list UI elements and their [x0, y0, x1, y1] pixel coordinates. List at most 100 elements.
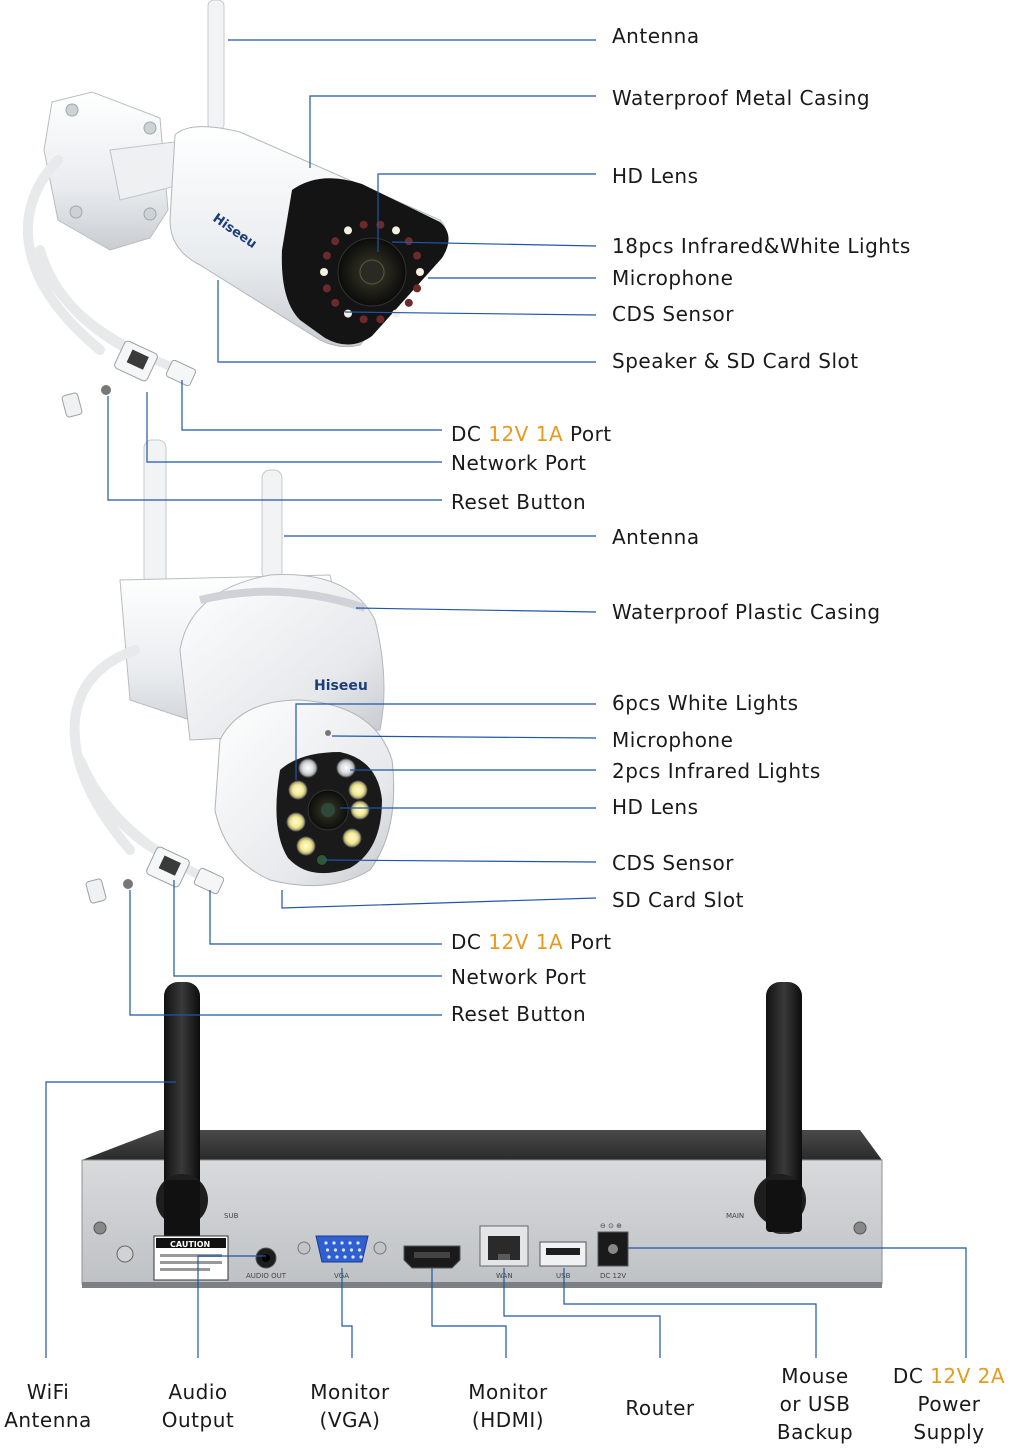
nvr-dc-label: DC 12V	[600, 1272, 626, 1280]
ptz-lens-label: HD Lens	[612, 795, 699, 819]
nvr-wan-clip	[498, 1254, 510, 1260]
ptz-sd-label: SD Card Slot	[612, 888, 744, 912]
nvr-screw	[853, 1221, 867, 1235]
ptz-reset-label: Reset Button	[451, 1002, 587, 1026]
nvr-usb-tongue	[546, 1248, 580, 1255]
bullet-lens-leader	[377, 173, 596, 252]
bullet-dc-prefix: DC	[451, 422, 489, 446]
nvr-usb-backup-label: Mouse or USB Backup	[740, 1362, 890, 1446]
nvr-monitor-vga-label: Monitor (VGA)	[275, 1378, 425, 1434]
bullet-led	[376, 315, 385, 324]
nvr-power-leader	[628, 1247, 967, 1358]
bullet-led	[416, 268, 424, 276]
bullet-speaker-sd-leader	[217, 280, 596, 363]
bullet-led	[320, 268, 328, 276]
bullet-network-label: Network Port	[451, 451, 587, 475]
nvr-hdmi-line1: Monitor	[468, 1380, 548, 1404]
ptz-antenna	[261, 469, 283, 581]
nvr-audio-output-label: Audio Output	[123, 1378, 273, 1434]
vga-pin	[351, 1255, 355, 1259]
ptz-reset-button	[123, 879, 133, 889]
bullet-antenna-label: Antenna	[612, 24, 700, 48]
bullet-cable	[22, 155, 105, 355]
bullet-mount-screw	[65, 103, 79, 117]
nvr-usb-line3: Backup	[776, 1420, 854, 1444]
bullet-mount-screw	[69, 205, 83, 219]
nvr-sub-label: SUB	[224, 1212, 239, 1220]
nvr-vga-pins	[324, 1241, 363, 1259]
bullet-dc-voltage: 12V	[488, 422, 529, 446]
ptz-ir-lights-label: 2pcs Infrared Lights	[612, 759, 821, 783]
ptz-cds-leader	[321, 859, 597, 863]
vga-pin	[349, 1248, 354, 1252]
ptz-dc-space	[529, 930, 536, 954]
bullet-dc-port-label: DC 12V 1A Port	[451, 422, 612, 446]
nvr-main-label: MAIN	[726, 1212, 744, 1220]
bullet-dc-connector	[165, 359, 197, 387]
nvr-power-line3: Supply	[913, 1420, 985, 1444]
bullet-led	[359, 315, 368, 324]
nvr-hdmi-line2: (HDMI)	[471, 1408, 545, 1432]
ptz-dc-connector	[193, 867, 225, 895]
vga-pin	[348, 1241, 352, 1245]
bullet-reset-button	[101, 385, 111, 395]
nvr-power-line2: Power	[917, 1392, 981, 1416]
bullet-led	[413, 251, 422, 260]
nvr-vga-screw	[297, 1241, 311, 1255]
bullet-led	[344, 226, 352, 235]
bullet-lights-leader	[391, 241, 597, 247]
ptz-sd-leader	[281, 890, 597, 909]
vga-pin	[343, 1255, 347, 1259]
nvr-recorder: SUB MAIN CAUTION AUDIO OUT VGA WAN USB	[81, 982, 883, 1288]
bullet-microphone-label: Microphone	[612, 266, 734, 290]
ptz-brand-logo: Hiseeu	[314, 678, 368, 694]
bullet-led	[331, 237, 340, 246]
bullet-led	[322, 284, 331, 293]
ptz-cds-label: CDS Sensor	[612, 851, 734, 875]
vga-pin	[332, 1241, 336, 1245]
nvr-monitor-hdmi-label: Monitor (HDMI)	[433, 1378, 583, 1434]
bullet-speaker-sd-label: Speaker & SD Card Slot	[612, 349, 859, 373]
vga-pin	[340, 1241, 344, 1245]
bullet-led	[344, 309, 352, 318]
nvr-audio-line2: Output	[161, 1408, 235, 1432]
bullet-antenna	[207, 0, 225, 131]
ptz-led-array	[286, 758, 370, 856]
bullet-led-ring	[320, 220, 424, 324]
vga-pin	[327, 1255, 331, 1259]
bullet-led	[404, 298, 413, 307]
bullet-led	[392, 309, 400, 318]
ptz-microphone-hole	[325, 730, 331, 736]
bullet-reset-tab	[61, 392, 83, 418]
vga-pin	[341, 1248, 346, 1252]
bullet-dc-current: 1A	[535, 422, 564, 446]
ptz-casing-leader	[355, 607, 597, 613]
ptz-white-lights-label: 6pcs White Lights	[612, 691, 799, 715]
nvr-caution-fineprint	[160, 1254, 222, 1257]
vga-pin	[335, 1255, 339, 1259]
bullet-casing-leader	[309, 95, 596, 168]
ptz-network-jack	[158, 855, 181, 876]
ptz-network-leader	[173, 880, 442, 977]
nvr-power-voltage: 12V	[930, 1364, 971, 1388]
nvr-antenna-main	[766, 982, 802, 1234]
nvr-bottom-edge	[82, 1282, 882, 1288]
bullet-reset-leader	[107, 396, 442, 501]
bullet-network-leader	[146, 392, 442, 463]
nvr-wifi-line2: Antenna	[4, 1408, 92, 1432]
nvr-ground-screw	[116, 1245, 134, 1263]
nvr-power-current: 2A	[977, 1364, 1006, 1388]
ptz-cable	[80, 765, 215, 885]
vga-pin	[324, 1241, 328, 1245]
nvr-usb-leader	[563, 1268, 817, 1358]
nvr-router-line1: Router	[625, 1396, 695, 1420]
nvr-hdmi-inner	[414, 1252, 450, 1258]
ptz-white-led	[296, 836, 316, 856]
callout-lines	[45, 39, 967, 1358]
ptz-white-led	[350, 800, 370, 820]
nvr-antenna-main-stub	[766, 1180, 802, 1232]
ptz-white-led	[286, 812, 306, 832]
bullet-network-jack	[126, 349, 149, 370]
ptz-dc-suffix: Port	[563, 930, 612, 954]
